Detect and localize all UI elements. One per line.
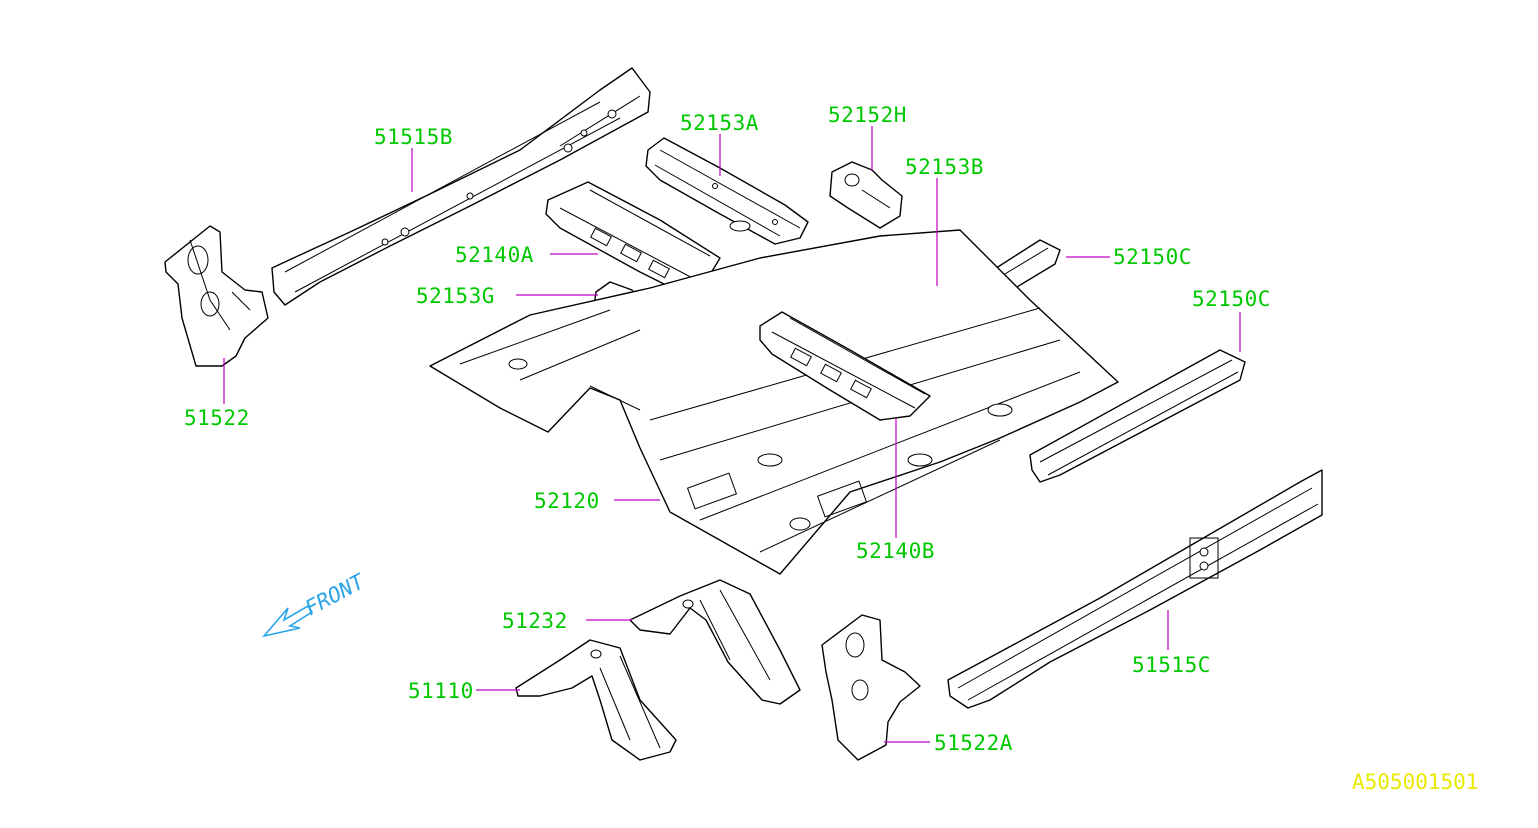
part-52150C-lower-drawing [1029, 349, 1246, 483]
part-label-52120[interactable]: 52120 [534, 489, 600, 513]
part-label-52140A[interactable]: 52140A [455, 243, 534, 267]
part-52153A-drawing [645, 137, 809, 245]
part-label-52150C-lower[interactable]: 52150C [1192, 287, 1271, 311]
front-direction-indicator: FRONT [261, 569, 369, 638]
part-51522-drawing [164, 225, 269, 367]
part-label-51110[interactable]: 51110 [408, 679, 474, 703]
part-label-51232[interactable]: 51232 [502, 609, 568, 633]
part-label-52153B[interactable]: 52153B [905, 155, 984, 179]
part-label-52153G[interactable]: 52153G [416, 284, 495, 308]
part-51515C-drawing [947, 469, 1323, 709]
part-label-51522A[interactable]: 51522A [934, 731, 1013, 755]
part-51110-drawing [515, 639, 677, 761]
front-label: FRONT [301, 569, 369, 621]
part-51515B-drawing [271, 67, 651, 306]
part-label-52150C-upper[interactable]: 52150C [1113, 245, 1192, 269]
diagram-code: A505001501 [1352, 770, 1478, 794]
part-52152H-drawing [829, 161, 903, 229]
part-label-51522[interactable]: 51522 [184, 406, 250, 430]
part-label-52140B[interactable]: 52140B [856, 539, 935, 563]
part-label-51515B[interactable]: 51515B [374, 125, 453, 149]
part-52140A-drawing [545, 181, 721, 293]
part-51522A-drawing [821, 614, 921, 761]
part-51232-drawing [629, 579, 801, 705]
part-label-52152H[interactable]: 52152H [828, 103, 907, 127]
part-label-52153A[interactable]: 52153A [680, 111, 759, 135]
part-label-51515C[interactable]: 51515C [1132, 653, 1211, 677]
part-52140B-drawing [759, 311, 931, 421]
front-arrow-icon [261, 604, 314, 638]
